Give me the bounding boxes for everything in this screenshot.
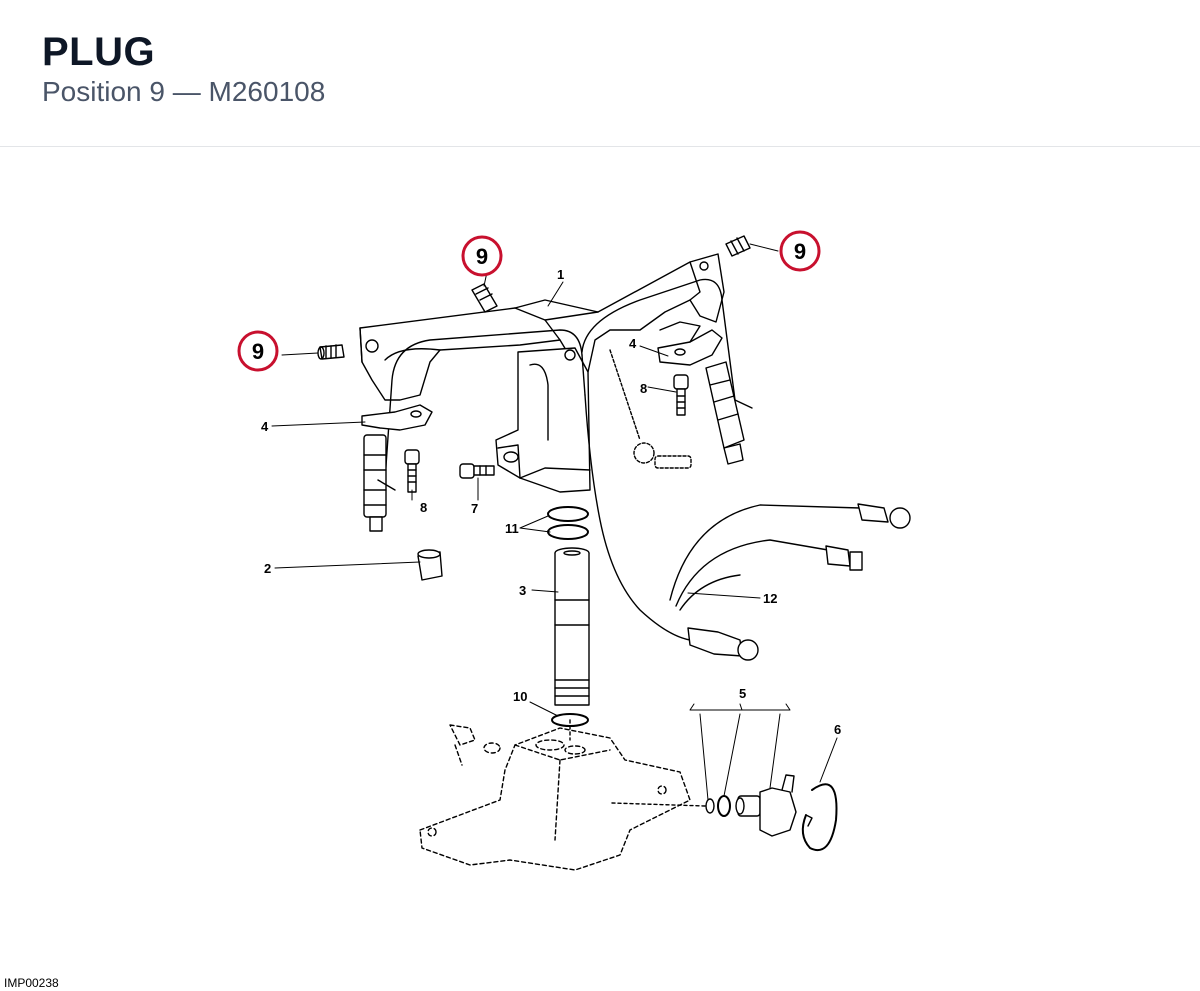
callout-8-left: 8: [420, 500, 427, 515]
page-header: PLUG Position 9 — M260108: [0, 0, 1200, 147]
page-subtitle: Position 9 — M260108: [42, 76, 326, 107]
highlight-9-right-label: 9: [794, 239, 806, 264]
exploded-parts-diagram: 1 2 3 4 4 5 6 7 8 8 10 11 12 9 9 9: [0, 147, 1200, 967]
o-rings-upper-part: [547, 506, 589, 540]
callout-6: 6: [834, 722, 841, 737]
axle-support-part: [419, 724, 691, 871]
highlight-9-center-label: 9: [476, 244, 488, 269]
main-frame-part: [359, 253, 736, 493]
callout-1: 1: [557, 267, 564, 282]
callout-10: 10: [513, 689, 527, 704]
highlight-9-left[interactable]: 9: [237, 330, 279, 372]
bracket-right-part: [657, 321, 723, 366]
fitting-assembly-part: [705, 774, 797, 837]
bracket-left-part: [361, 404, 433, 431]
sensor-right-part: [705, 361, 753, 465]
callout-labels: 1 2 3 4 4 5 6 7 8 8 10 11 12: [261, 267, 841, 737]
callout-7: 7: [471, 501, 478, 516]
ghost-bolt-part: [609, 349, 692, 469]
diagram-svg: 1 2 3 4 4 5 6 7 8 8 10 11 12 9 9 9: [237, 230, 911, 871]
callout-3: 3: [519, 583, 526, 598]
callout-4-right: 4: [629, 336, 637, 351]
leader-lines: [271, 243, 838, 801]
page-title: PLUG: [42, 30, 156, 74]
highlight-callouts: 9 9 9: [237, 230, 821, 372]
highlight-9-right[interactable]: 9: [779, 230, 821, 272]
plug-center-part: [471, 283, 498, 313]
axis-line-horizontal: [611, 802, 706, 807]
bushing-part: [417, 549, 443, 581]
highlight-9-left-label: 9: [252, 339, 264, 364]
sensor-left-part: [363, 434, 396, 532]
callout-5: 5: [739, 686, 746, 701]
pivot-pin-part: [554, 547, 590, 706]
plug-left-part: [317, 344, 345, 360]
callout-2: 2: [264, 561, 271, 576]
callout-11: 11: [505, 521, 519, 536]
cable-harness-part: [584, 394, 911, 661]
callout-8-right: 8: [640, 381, 647, 396]
highlight-9-center[interactable]: 9: [461, 235, 503, 277]
image-id-label: IMP00238: [4, 976, 59, 990]
plug-right-part: [725, 235, 751, 257]
callout-4-left: 4: [261, 419, 269, 434]
bolt-seven-part: [459, 463, 495, 479]
callout-12: 12: [763, 591, 777, 606]
bolt-right-part: [673, 374, 689, 416]
bolt-left-part: [404, 449, 420, 493]
snap-ring-part: [801, 783, 838, 851]
